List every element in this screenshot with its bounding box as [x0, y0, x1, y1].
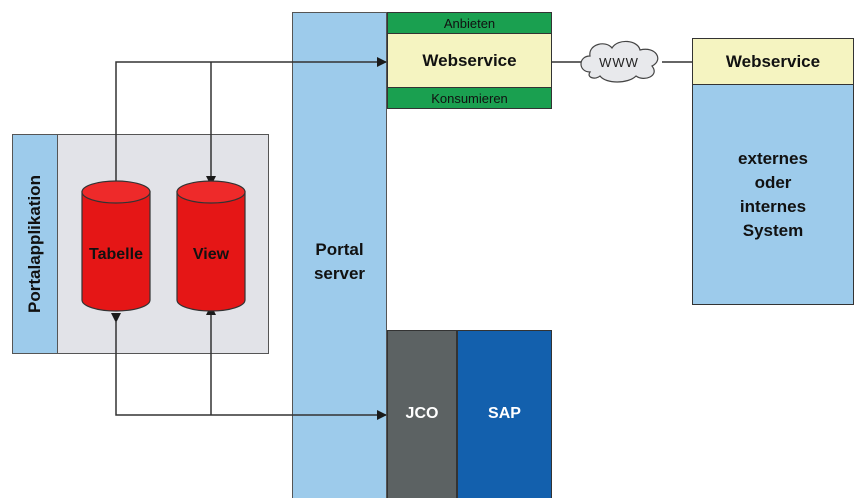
www-label: WWW: [599, 55, 639, 70]
webservice-anbieten-box: Anbieten: [387, 12, 552, 34]
table-cylinder: Tabelle: [81, 180, 151, 312]
jco-label: JCO: [405, 405, 439, 422]
sap-box: SAP: [457, 330, 552, 498]
jco-box: JCO: [387, 330, 457, 498]
view-cylinder: View: [176, 180, 246, 312]
top-connector: [111, 57, 387, 194]
webservice-portal-label: Webservice: [422, 50, 517, 70]
external-webservice-label: Webservice: [725, 51, 821, 71]
portal-server-label: Portal server: [313, 240, 366, 283]
external-system-label: externes oder internes System: [738, 149, 808, 240]
external-webservice-box: Webservice: [692, 38, 854, 85]
webservice-konsumieren-label: Konsumieren: [431, 90, 508, 106]
external-system-box: externes oder internes System: [692, 85, 854, 305]
table-label: Tabelle: [89, 246, 143, 263]
sap-label: SAP: [488, 405, 521, 422]
webservice-anbieten-label: Anbieten: [443, 15, 496, 31]
bottom-connector: [111, 305, 387, 420]
view-label: View: [193, 246, 230, 263]
webservice-konsumieren-box: Konsumieren: [387, 87, 552, 109]
webservice-portal-box: Webservice: [387, 34, 552, 87]
portal-application-strip: Portalapplikation: [12, 134, 58, 354]
www-cloud: WWW: [580, 40, 659, 83]
